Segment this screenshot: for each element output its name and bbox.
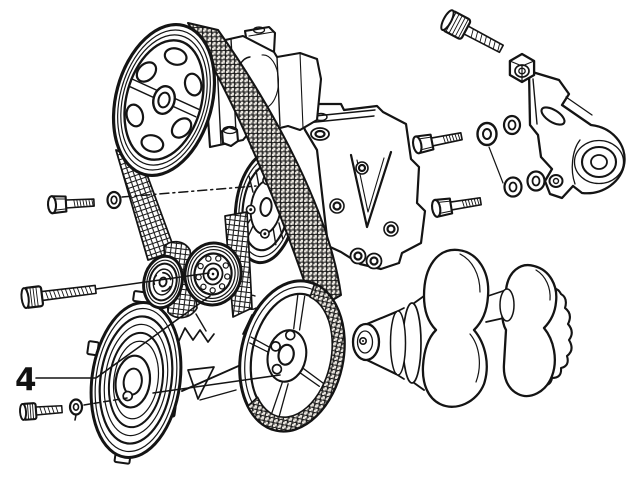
allen-bolt-short <box>19 402 63 421</box>
washer-a <box>476 121 498 147</box>
leader-washer-a <box>488 146 504 184</box>
mounting-bracket <box>527 69 626 200</box>
leader-lines <box>35 146 504 406</box>
hex-nut <box>508 52 536 84</box>
hex-bolt-upper <box>411 132 463 155</box>
engine-block <box>297 102 427 271</box>
power-steering-pulley <box>111 22 217 178</box>
crankshaft <box>351 248 573 408</box>
hex-bolt-left <box>46 195 95 215</box>
crankshaft-pulley <box>238 279 346 433</box>
washer-bottom <box>68 398 84 421</box>
timing-cover <box>86 290 183 465</box>
drive-belt-upper-run <box>187 22 342 312</box>
leader-washer-to-cover <box>83 397 128 406</box>
idler-pulley <box>142 254 184 310</box>
tensioner-pulley <box>183 241 243 307</box>
washer-c <box>503 176 523 198</box>
leader-cover-to-crank-hole <box>152 374 281 394</box>
crankshaft-pulley-belt-wrap <box>247 283 346 432</box>
allen-bolt-long <box>20 284 97 310</box>
bearing-balls <box>195 255 231 294</box>
hex-bolt-lower <box>430 197 482 218</box>
part-label-4: 4 <box>15 362 37 398</box>
washer-left <box>106 190 122 210</box>
washer-d <box>526 170 546 192</box>
leader-washer-to-waterpump <box>121 185 257 198</box>
leader-bolt-to-tensioner <box>95 272 210 290</box>
washer-b <box>502 114 522 136</box>
allen-bolt-top-right <box>440 9 504 54</box>
callout-line-4 <box>35 295 211 379</box>
